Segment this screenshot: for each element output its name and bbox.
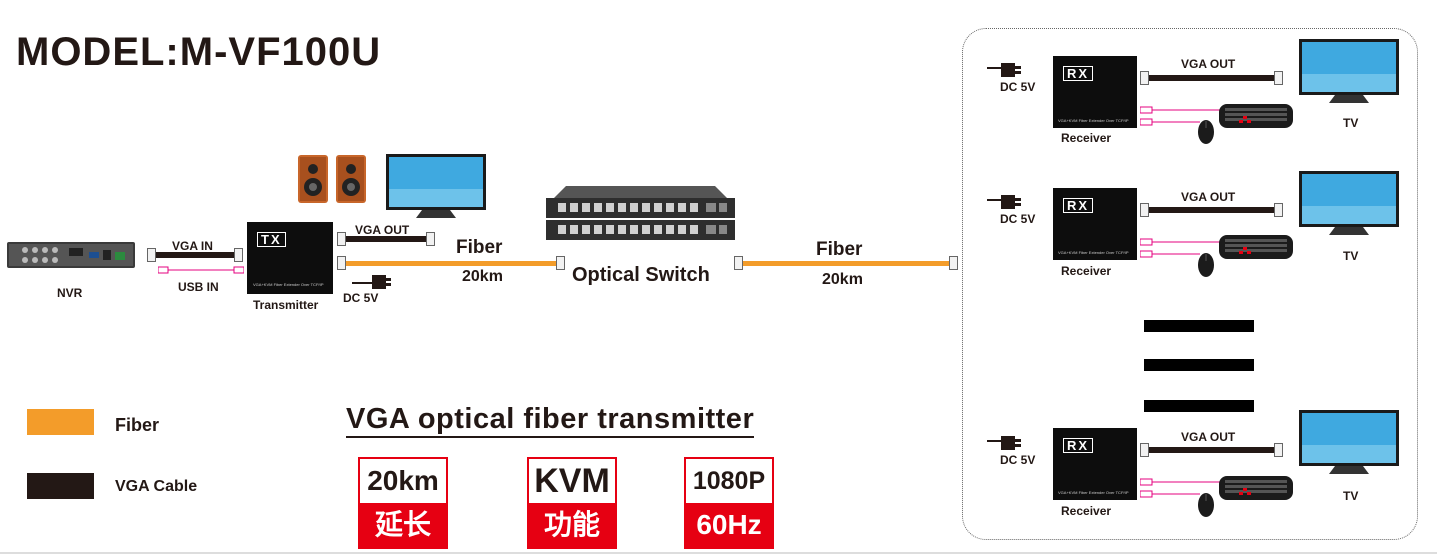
tx-vga-out-connector-right [426,232,435,246]
mouse-icon [1196,251,1216,279]
power-adapter-icon [987,193,1027,213]
receiver-small-text: VGA+KVM Fiber Extender Over TCP/IP [1058,490,1129,495]
receivers-group-frame [962,28,1418,540]
usb-in-cable [157,264,245,276]
switch-fiber-connector-in [556,256,565,270]
tv-icon [1299,410,1399,476]
receiver-device-2: RX VGA+KVM Fiber Extender Over TCP/IP [1053,188,1137,260]
receiver-device-3: RX VGA+KVM Fiber Extender Over TCP/IP [1053,428,1137,500]
rx1-tv-label: TV [1343,116,1359,130]
badge-distance: 20km 延长 [358,457,448,549]
power-adapter-icon [987,434,1027,454]
fiber-cable-2 [743,261,949,266]
legend-label-fiber: Fiber [115,415,160,435]
tv-icon [1299,171,1399,237]
rx3-vga-connector-right [1274,443,1283,457]
fiber-cable-1 [346,261,556,266]
optical-switch-label: Optical Switch [572,264,710,286]
tx-fiber-connector [337,256,346,270]
continuation-bar-3 [1144,400,1254,412]
tx-vga-out-connector-left [337,232,346,246]
rx-mark: RX [1063,198,1094,213]
fiber-label-1: Fiber [456,237,503,258]
rx1-dc5v-label: DC 5V [1000,80,1036,94]
badge-kvm-top: KVM [534,462,610,500]
distance-label-1: 20km [462,268,503,285]
usb-in-label: USB IN [178,280,219,294]
rx1-usb-cables [1139,106,1224,128]
keyboard-icon [1219,474,1293,502]
transmitter-label: Transmitter [253,298,319,312]
keyboard-icon [1219,102,1293,130]
badge-resolution: 1080P 60Hz [684,457,774,549]
nvr-device [7,240,135,270]
rx2-vga-connector-left [1140,203,1149,217]
rx3-vga-connector-left [1140,443,1149,457]
rx2-usb-cables [1139,238,1224,260]
rx1-vga-connector-right [1274,71,1283,85]
tx-mark: TX [257,232,286,247]
legend-label-vga-cable: VGA Cable [115,478,198,495]
tv-icon [1299,39,1399,105]
rx3-usb-cables [1139,478,1224,500]
rx3-dc5v-label: DC 5V [1000,453,1036,467]
rx2-receiver-label: Receiver [1061,264,1112,278]
mouse-icon [1196,491,1216,519]
transmitter-device: TX VGA+KVM Fiber Extender Over TCP/IP [247,222,333,294]
speakers-icon [296,153,372,205]
fiber-label-2: Fiber [816,239,863,260]
receiver-small-text: VGA+KVM Fiber Extender Over TCP/IP [1058,118,1129,123]
transmitter-small-text: VGA+KVM Fiber Extender Over TCP/IP [253,282,324,287]
rx2-vga-out-cable [1149,207,1274,213]
rx2-tv-label: TV [1343,249,1359,263]
power-adapter-icon [987,61,1027,81]
power-adapter-icon [352,271,392,291]
tx-dc5v-label: DC 5V [343,291,379,305]
legend-swatch-fiber [27,409,94,435]
rx3-receiver-label: Receiver [1061,504,1112,518]
rx2-vga-connector-right [1274,203,1283,217]
badge-resolution-bottom: 60Hz [686,503,772,547]
switch-fiber-connector-out [734,256,743,270]
continuation-bar-2 [1144,359,1254,371]
product-subtitle: VGA optical fiber transmitter [346,402,755,438]
vga-in-label: VGA IN [172,239,213,253]
badge-distance-top: 20km [367,465,439,496]
vga-in-connector-left [147,248,156,262]
tx-vga-out-label: VGA OUT [355,223,410,237]
receiver-small-text: VGA+KVM Fiber Extender Over TCP/IP [1058,250,1129,255]
vga-in-connector-right [234,248,243,262]
badge-distance-bottom: 延长 [360,503,446,547]
rx-mark: RX [1063,438,1094,453]
rx1-vga-connector-left [1140,71,1149,85]
badge-resolution-top: 1080P [692,467,766,495]
distance-label-2: 20km [822,271,863,288]
optical-switch-device [546,186,735,244]
mouse-icon [1196,118,1216,146]
keyboard-icon [1219,233,1293,261]
legend-swatch-vga-cable [27,473,94,499]
tx-vga-out-cable [346,236,426,242]
nvr-label: NVR [57,286,83,300]
vga-in-cable [156,252,234,258]
model-title: MODEL:M-VF100U [16,30,382,74]
rx3-tv-label: TV [1343,489,1359,503]
rx2-vga-out-label: VGA OUT [1181,190,1236,204]
rx-mark: RX [1063,66,1094,81]
badge-kvm-bottom: 功能 [529,503,615,547]
badge-kvm: KVM 功能 [527,457,617,549]
continuation-bar-1 [1144,320,1254,332]
monitor-icon [386,154,486,220]
rx1-vga-out-cable [1149,75,1274,81]
rx1-receiver-label: Receiver [1061,131,1112,145]
rx1-vga-out-label: VGA OUT [1181,57,1236,71]
rx3-vga-out-label: VGA OUT [1181,430,1236,444]
rx2-dc5v-label: DC 5V [1000,212,1036,226]
rx-fiber-connector [949,256,958,270]
receiver-device-1: RX VGA+KVM Fiber Extender Over TCP/IP [1053,56,1137,128]
bottom-divider [0,552,1437,554]
rx3-vga-out-cable [1149,447,1274,453]
